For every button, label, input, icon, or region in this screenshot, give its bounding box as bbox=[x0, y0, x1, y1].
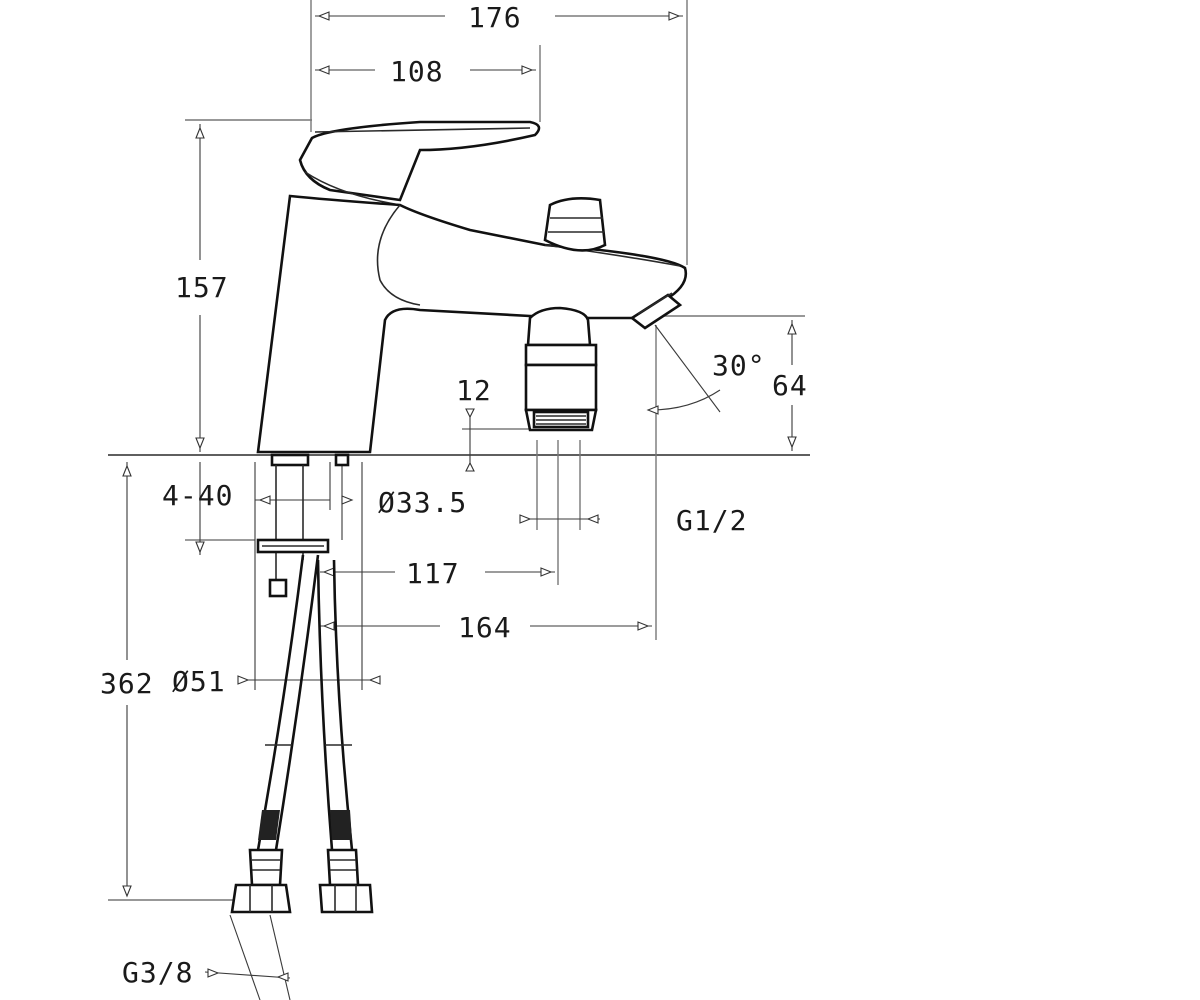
label-lever-reach: 108 bbox=[390, 55, 444, 88]
label-total-width: 176 bbox=[468, 1, 522, 34]
label-spout-offset: 164 bbox=[458, 611, 512, 644]
flexible-hoses bbox=[256, 554, 354, 851]
diverter-knob bbox=[543, 197, 607, 252]
spout-nozzle bbox=[629, 292, 683, 330]
label-base-diameter: Ø51 bbox=[172, 665, 226, 698]
label-outlet-offset: 117 bbox=[406, 557, 460, 590]
label-spout-angle: 30° bbox=[712, 349, 766, 382]
dimension-labels: 176 108 157 12 64 30° 4-40 Ø33.5 G1/2 11… bbox=[100, 1, 808, 989]
label-shank-diameter: Ø33.5 bbox=[378, 486, 467, 519]
label-clamp-range: 4-40 bbox=[162, 479, 233, 512]
label-spout-height: 64 bbox=[772, 369, 808, 402]
mounting-shank bbox=[256, 453, 350, 598]
shower-outlet bbox=[524, 306, 598, 432]
label-hose-length: 362 bbox=[100, 667, 154, 700]
label-outlet-thread: G1/2 bbox=[676, 504, 747, 537]
label-hose-thread: G3/8 bbox=[122, 956, 193, 989]
hose-fittings bbox=[230, 848, 374, 914]
lever-handle bbox=[298, 120, 541, 202]
label-aerator-drop: 12 bbox=[456, 374, 492, 407]
faucet-main-body bbox=[256, 194, 688, 454]
label-height: 157 bbox=[175, 271, 229, 304]
faucet-body bbox=[256, 120, 688, 454]
